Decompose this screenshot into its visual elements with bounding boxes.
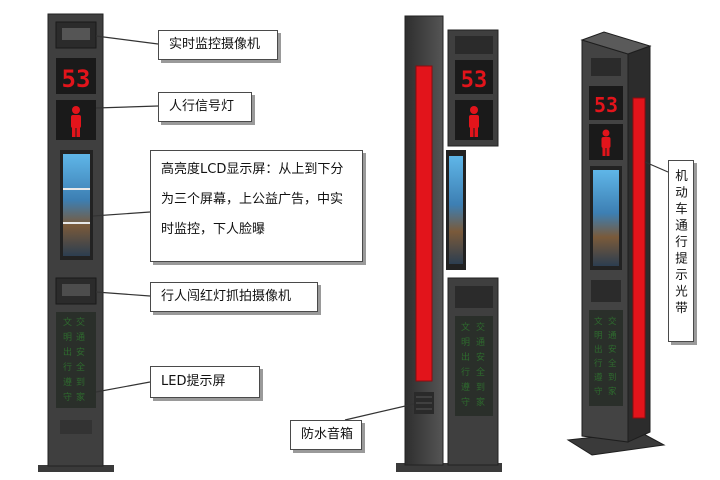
svg-text:家: 家 <box>476 396 485 408</box>
svg-text:全: 全 <box>76 361 85 373</box>
pole-2-countdown-digits: 53 <box>461 68 488 93</box>
pole-3-top-face <box>580 31 652 55</box>
pole-3-red-pedestrian-icon <box>601 129 611 156</box>
svg-text:交: 交 <box>476 321 485 333</box>
svg-text:遵: 遵 <box>594 372 603 383</box>
pole-3-lcd-screen <box>593 170 619 266</box>
svg-text:全: 全 <box>476 366 485 378</box>
pole-3-violation-camera <box>591 280 621 302</box>
pole-1-base <box>38 465 114 472</box>
svg-text:遵: 遵 <box>461 381 470 393</box>
pole-2-violation-camera <box>455 286 493 308</box>
countdown-panel <box>56 58 96 94</box>
svg-text:行: 行 <box>461 366 470 378</box>
svg-text:行: 行 <box>594 358 603 369</box>
pole-2-camera <box>455 36 493 54</box>
label-lcd-screen: 高亮度LCD显示屏：从上到下分为三个屏幕，上公益广告，中实时监控，下人脸曝 <box>150 150 363 262</box>
svg-text:行: 行 <box>63 361 72 373</box>
svg-text:守: 守 <box>594 386 603 397</box>
svg-text:交: 交 <box>76 316 85 328</box>
camera-lens-window <box>62 28 90 40</box>
svg-text:明: 明 <box>63 332 72 343</box>
svg-text:明: 明 <box>594 331 603 341</box>
leader-speaker <box>344 403 415 421</box>
label-pedestrian-light: 人行信号灯 <box>158 92 252 122</box>
svg-text:明: 明 <box>461 337 470 348</box>
svg-text:通: 通 <box>76 332 85 343</box>
leader-violation-camera <box>95 291 151 297</box>
svg-text:到: 到 <box>608 373 617 383</box>
svg-text:守: 守 <box>461 396 470 408</box>
red-light-strip-side <box>415 65 433 382</box>
pole-1-vent <box>60 420 92 434</box>
leader-lcd <box>92 211 151 217</box>
leader-camera <box>95 35 159 45</box>
label-speaker: 防水音箱 <box>290 420 362 450</box>
svg-text:通: 通 <box>608 330 617 341</box>
pole-3-camera <box>591 58 621 76</box>
leader-light-strip <box>644 161 669 173</box>
pole-2-base <box>396 463 502 472</box>
pole-3-countdown-digits: 53 <box>594 93 618 117</box>
leader-lines <box>92 35 669 421</box>
svg-text:遵: 遵 <box>63 376 72 388</box>
svg-text:安: 安 <box>76 346 85 358</box>
label-led-screen: LED提示屏 <box>150 366 260 398</box>
pole-3-led-screen <box>589 310 623 406</box>
led-screen-panel <box>56 312 96 408</box>
lcd-divider-2 <box>63 222 90 224</box>
pole-2-countdown-panel <box>455 60 493 94</box>
violation-camera-window <box>62 284 90 296</box>
svg-text:文: 文 <box>594 316 603 327</box>
label-light-strip: 机动车通行提示光带 <box>668 160 694 342</box>
svg-text:出: 出 <box>594 344 603 355</box>
leader-pedestrian-light <box>95 105 159 109</box>
pole-3-countdown-panel <box>589 86 623 120</box>
pole-2-red-pedestrian-icon <box>469 106 479 137</box>
countdown-digits: 53 <box>62 65 91 93</box>
svg-text:到: 到 <box>76 376 85 388</box>
svg-text:出: 出 <box>461 351 470 363</box>
red-light-strip-3d <box>632 97 646 419</box>
svg-text:安: 安 <box>476 351 485 363</box>
svg-text:守: 守 <box>63 391 72 403</box>
svg-text:交: 交 <box>608 316 617 327</box>
leader-led <box>95 381 151 393</box>
svg-text:到: 到 <box>476 381 485 393</box>
svg-text:通: 通 <box>476 337 485 348</box>
lcd-divider-1 <box>63 188 90 190</box>
lcd-screen-image <box>63 154 90 256</box>
svg-text:家: 家 <box>76 391 85 403</box>
svg-text:安: 安 <box>608 344 617 355</box>
pole-2-led-screen <box>455 316 493 416</box>
svg-text:文: 文 <box>63 316 72 328</box>
label-violation-camera: 行人闯红灯抓拍摄像机 <box>150 282 318 312</box>
svg-text:出: 出 <box>63 346 72 358</box>
svg-text:家: 家 <box>608 386 617 397</box>
svg-text:文: 文 <box>461 321 470 333</box>
svg-text:全: 全 <box>608 358 617 369</box>
red-pedestrian-icon <box>71 106 81 137</box>
pole-2-lcd-screen <box>449 156 463 264</box>
label-camera: 实时监控摄像机 <box>158 30 278 60</box>
